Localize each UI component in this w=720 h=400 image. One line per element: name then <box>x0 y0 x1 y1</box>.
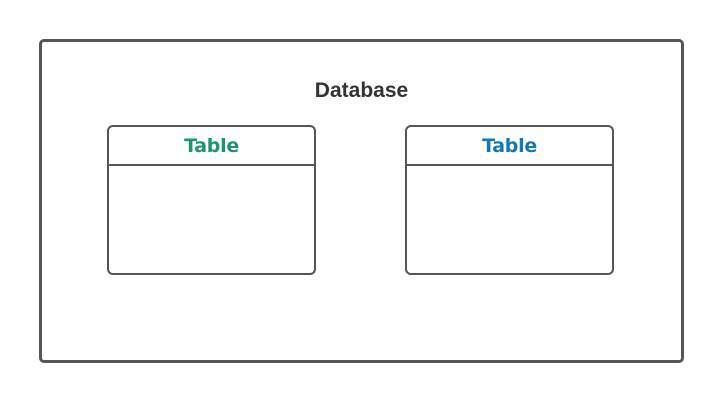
database-title: Database <box>314 79 409 102</box>
table-header-left: Table <box>109 127 314 166</box>
database-container: Database Table Table <box>39 39 684 363</box>
table-title-left: Table <box>184 134 239 157</box>
table-body-left <box>109 166 314 272</box>
table-box-left: Table <box>107 125 316 275</box>
table-body-right <box>407 166 612 272</box>
table-box-right: Table <box>405 125 614 275</box>
table-title-right: Table <box>482 134 537 157</box>
table-header-right: Table <box>407 127 612 166</box>
